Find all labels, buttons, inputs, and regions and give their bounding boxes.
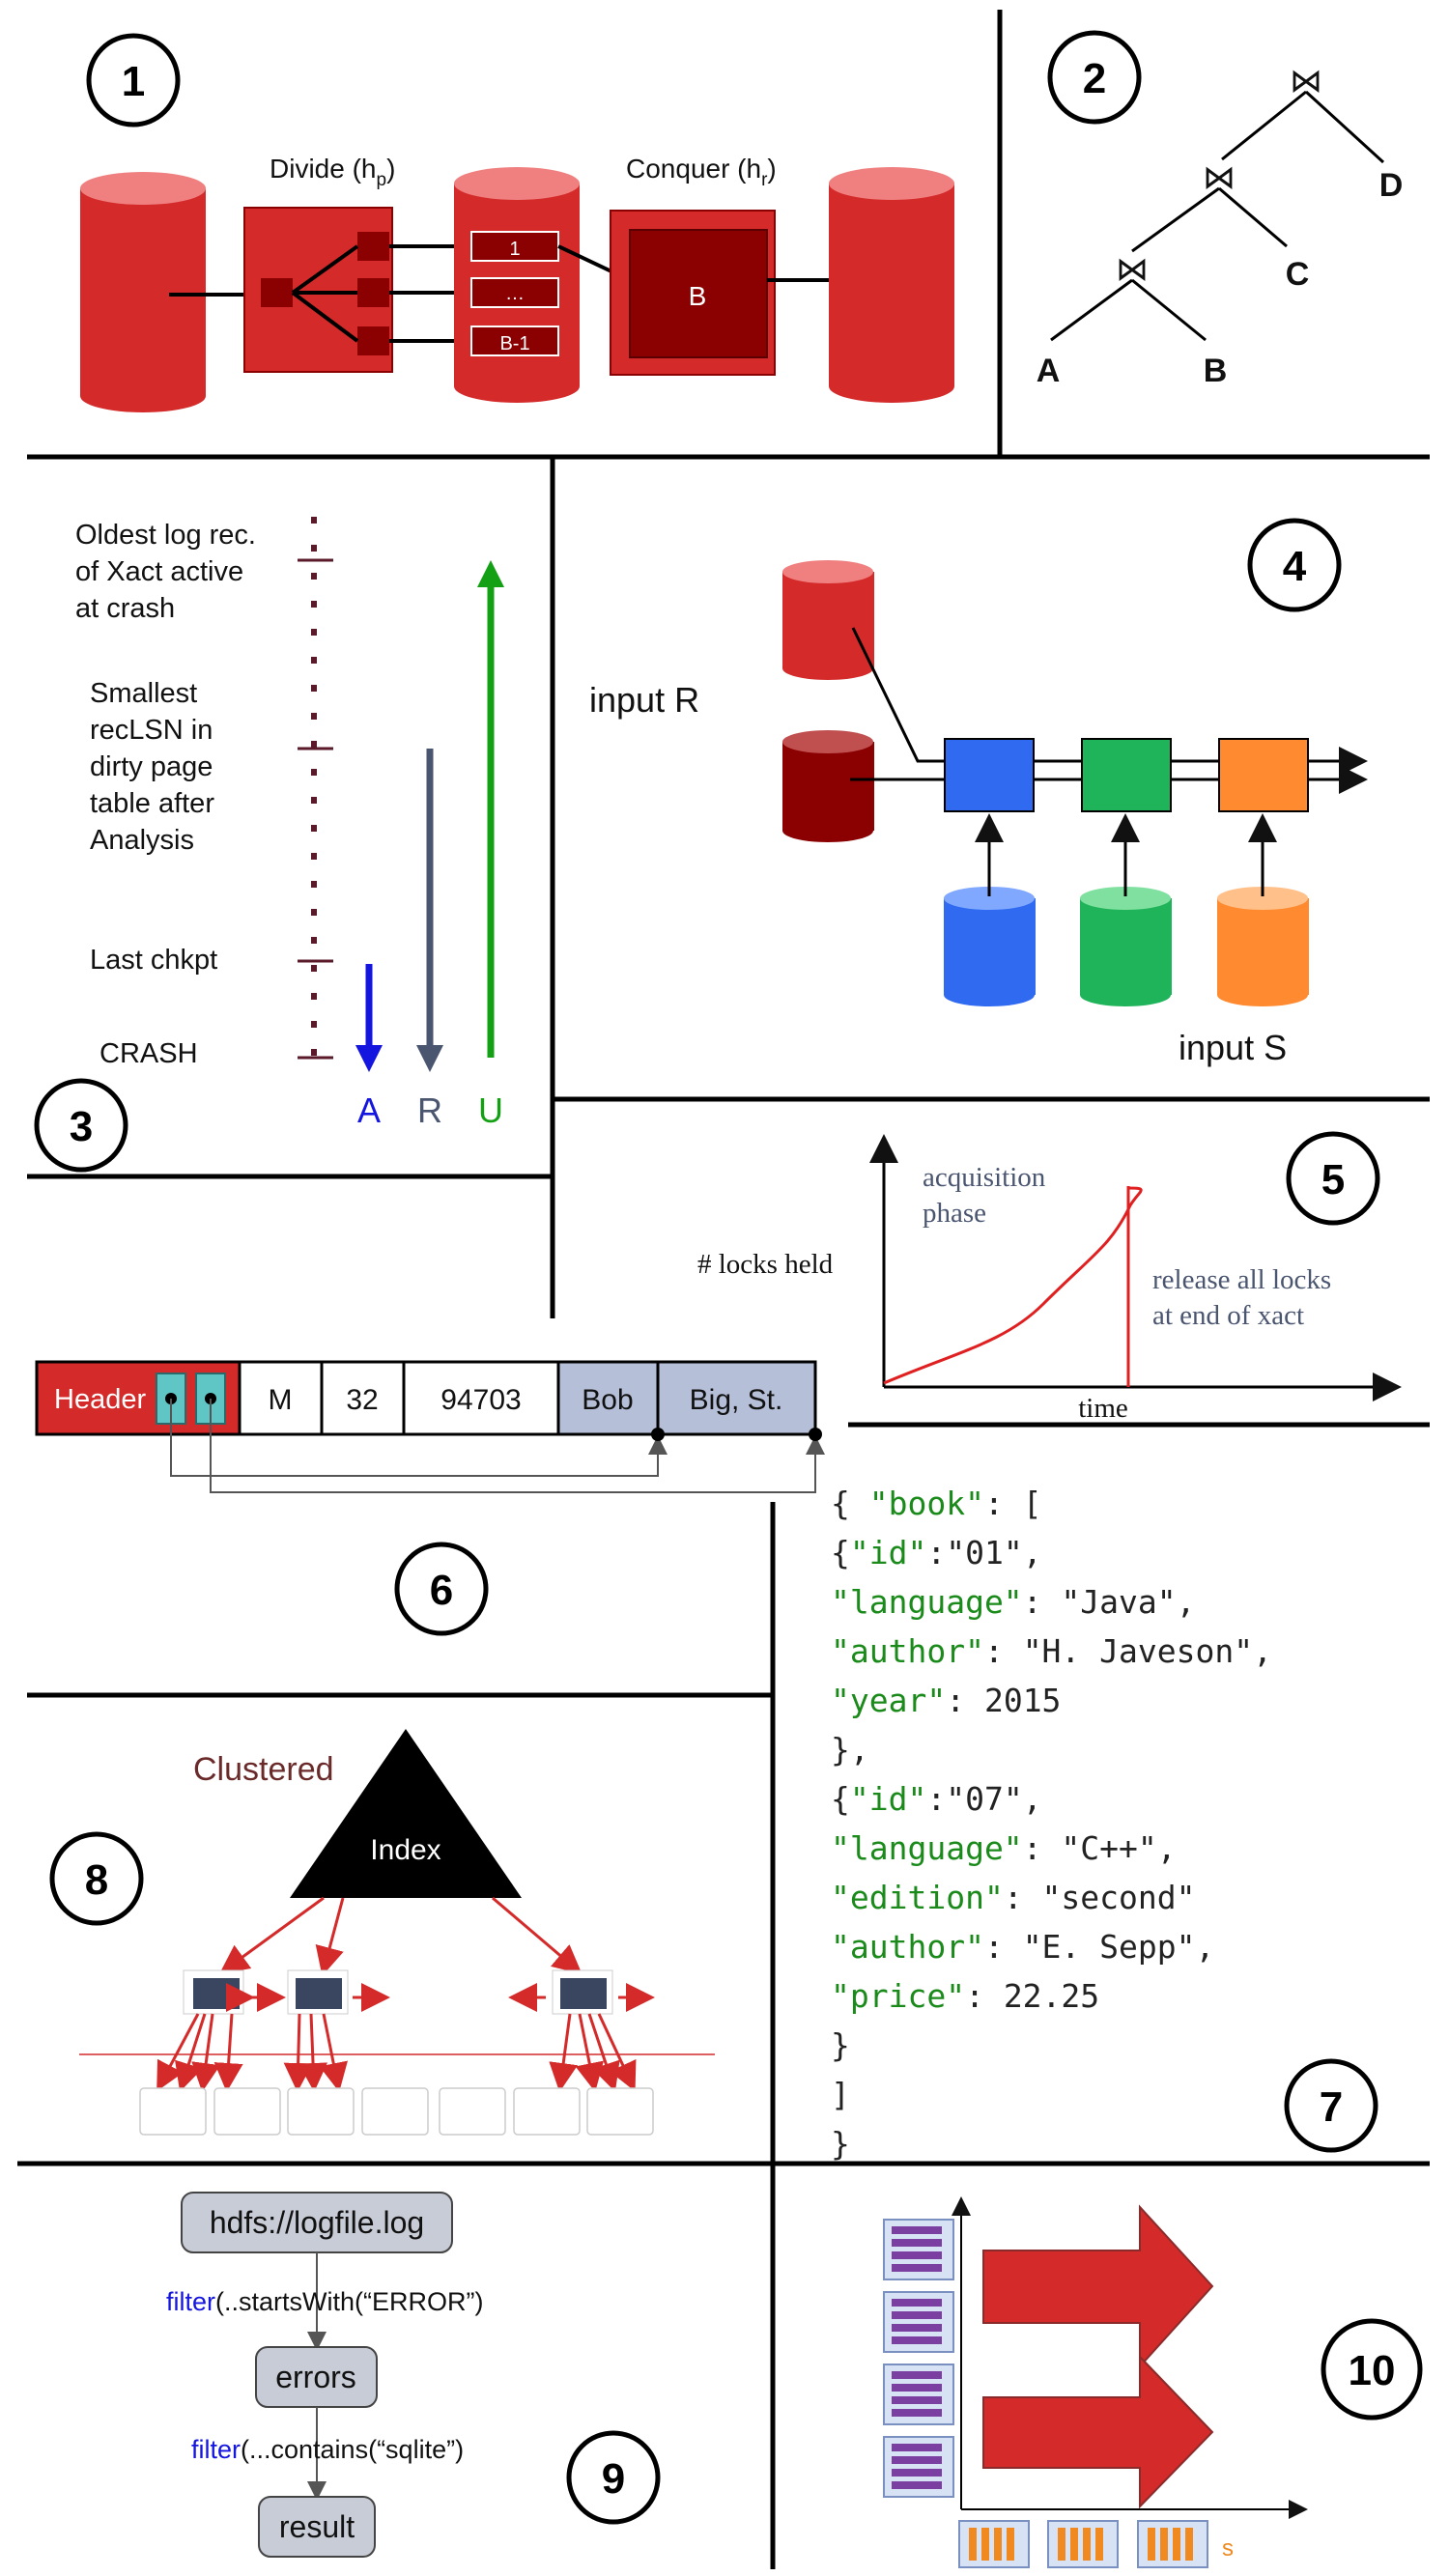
panel-number-badge [394,1542,489,1636]
column-blocks [958,2520,1208,2568]
source-cylinder [80,172,206,412]
conquer-box: B [610,210,776,376]
panel-number-badge [1047,30,1142,125]
redo-letter: R [417,1090,442,1130]
record-field-1: M [269,1384,293,1416]
record-field-4: Bob [582,1384,633,1416]
analysis-letter: A [357,1090,381,1130]
panel-number: 5 [1321,1156,1345,1203]
conquer-label: Conquer (hr) [626,154,777,190]
clustered-label: Clustered [193,1751,334,1788]
crash-label: CRASH [99,1038,198,1069]
rdd-logfile-label: hdfs://logfile.log [210,2205,424,2240]
record-header-label: Header [54,1384,146,1415]
record-field-5: Big, St. [690,1384,783,1416]
panel-number-badge [1321,2318,1423,2420]
join-symbol-low: ⋈ [1116,251,1149,288]
record-field-2: 32 [346,1384,378,1416]
panel-number-badge [86,33,181,127]
hash-bucket-orange [1218,738,1309,812]
panel-10-parallel-scan: s 10 [883,2196,1423,2568]
panel-number-badge [49,1831,144,1926]
partition-cylinder: 1 … B-1 [454,167,580,403]
input-S-cylinder-green [1080,887,1172,1006]
panel-number: 7 [1320,2083,1343,2131]
input-S-label: input S [1179,1028,1287,1067]
input-S-cylinder-blue [944,887,1036,1006]
partition-1-label: 1 [509,239,520,260]
panel-3-aries-recovery: Oldest log rec. of Xact active at crash … [34,517,504,1173]
input-S-cylinder-orange [1217,887,1309,1006]
filter1-label: filter(..startsWith(“ERROR”) [166,2287,484,2316]
rdd-result-box [258,2496,376,2558]
input-R-cylinder-red [782,560,874,680]
panel-number-badge [1284,2058,1378,2153]
panel-8-clustered-index: 8 Clustered Index [49,1729,715,2136]
panel-number-badge [34,1078,128,1173]
release-locks-label: release all locks at end of xact [1152,1264,1338,1331]
s-label: s [1222,2535,1234,2562]
panel-number: 3 [70,1103,93,1150]
buffer-label: B [689,281,707,311]
index-label: Index [370,1834,440,1866]
filter2-label: filter(...contains(“sqlite”) [191,2435,464,2464]
acquisition-phase-label: acquisition phase [923,1162,1053,1229]
panel-number: 6 [430,1567,453,1614]
record-field-3: 94703 [440,1384,521,1416]
x-axis-label: time [1078,1393,1128,1424]
input-R-cylinder-darkred [782,730,874,842]
panel-1-partitioning: 1 Divide (hp) 1 … B-1 [80,33,954,412]
join-symbol-top: ⋈ [1290,63,1322,99]
scan-arrow-bottom [982,2354,1214,2509]
panel-number: 8 [85,1856,108,1904]
join-symbol-mid: ⋈ [1203,159,1236,196]
panel-number-badge [1286,1131,1380,1226]
input-R-label: input R [589,680,699,720]
index-triangle [290,1729,522,1898]
partition-dots-label: … [505,283,525,304]
last-checkpoint-label: Last chkpt [90,945,217,976]
panel-number-badge [1247,518,1342,612]
relation-B: B [1204,353,1228,389]
output-cylinder [829,167,954,403]
data-pages [139,2087,654,2136]
panel-7-json-document: { "book": [ {"id":"01", "language": "Jav… [831,1485,1378,2163]
relation-D: D [1379,167,1404,204]
partition-last-label: B-1 [499,333,529,354]
divide-label: Divide (hp) [270,154,395,190]
hash-bucket-green [1081,738,1172,812]
panel-number-badge [566,2430,661,2525]
rdd-errors-label: errors [275,2360,356,2394]
panel-number: 9 [602,2455,625,2503]
smallest-reclsn-label: Smallest recLSN in dirty page table afte… [90,678,222,856]
panel-4-hash-join: 4 input R input S [589,518,1368,1067]
json-code-block: { "book": [ {"id":"01", "language": "Jav… [831,1485,1292,2163]
rdd-result-label: result [279,2509,355,2544]
panel-2-join-tree: 2 ⋈ ⋈ ⋈ D C A B [1037,30,1404,389]
row-blocks [883,2219,954,2498]
undo-letter: U [478,1090,503,1130]
divide-box [243,207,471,373]
panel-number: 1 [122,58,145,105]
relation-C: C [1286,256,1310,293]
scan-arrow-top [982,2204,1214,2369]
panel-number: 10 [1349,2347,1396,2394]
panel-number: 4 [1283,543,1307,590]
y-axis-label: # locks held [697,1249,834,1280]
locks-held-curve [883,1186,1143,1385]
panel-9-spark-lineage: hdfs://logfile.log filter(..startsWith(“… [166,2192,661,2558]
panel-5-two-phase-locking: 5 acquisition phase release all locks at… [697,1131,1402,1424]
relation-A: A [1037,353,1061,389]
panel-number: 2 [1083,55,1106,102]
panel-6-variable-length-record: Header M 32 94703 Bob Big, St. 6 [35,1360,825,1636]
panel-dividers [17,10,1430,2569]
oldest-log-label: Oldest log rec. of Xact active at crash [75,520,264,624]
hash-bucket-blue [944,738,1035,812]
